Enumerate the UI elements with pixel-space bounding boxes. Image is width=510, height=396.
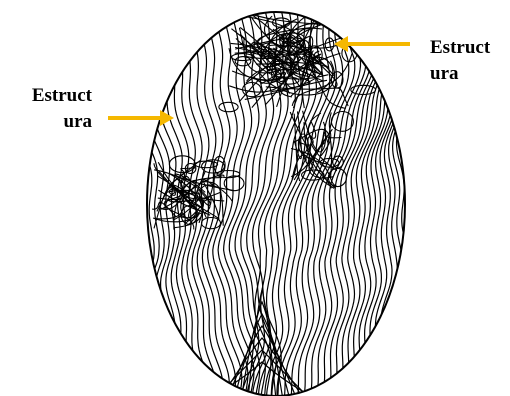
left-label-line1: Estruct — [8, 83, 92, 109]
grain-line — [369, 6, 409, 396]
right-label-line1: Estruct — [430, 35, 510, 61]
left-label-line2: ura — [8, 109, 92, 135]
grain-line — [93, 6, 135, 396]
grain-line — [379, 6, 414, 396]
knot-loop — [219, 102, 238, 111]
grain-line — [411, 6, 429, 396]
right-structure-label: Estruct ura — [430, 35, 510, 87]
left-structure-label: Estruct ura — [8, 83, 92, 135]
grain-line — [406, 6, 427, 396]
grain-line — [114, 6, 154, 396]
grain-line — [107, 6, 148, 396]
grain-line — [87, 6, 130, 396]
right-label-line2: ura — [430, 61, 510, 87]
grain-line — [100, 6, 141, 396]
arrow-left — [108, 110, 174, 126]
grain-line — [331, 6, 385, 396]
grain-line — [309, 6, 366, 396]
arrow-right — [334, 36, 410, 52]
